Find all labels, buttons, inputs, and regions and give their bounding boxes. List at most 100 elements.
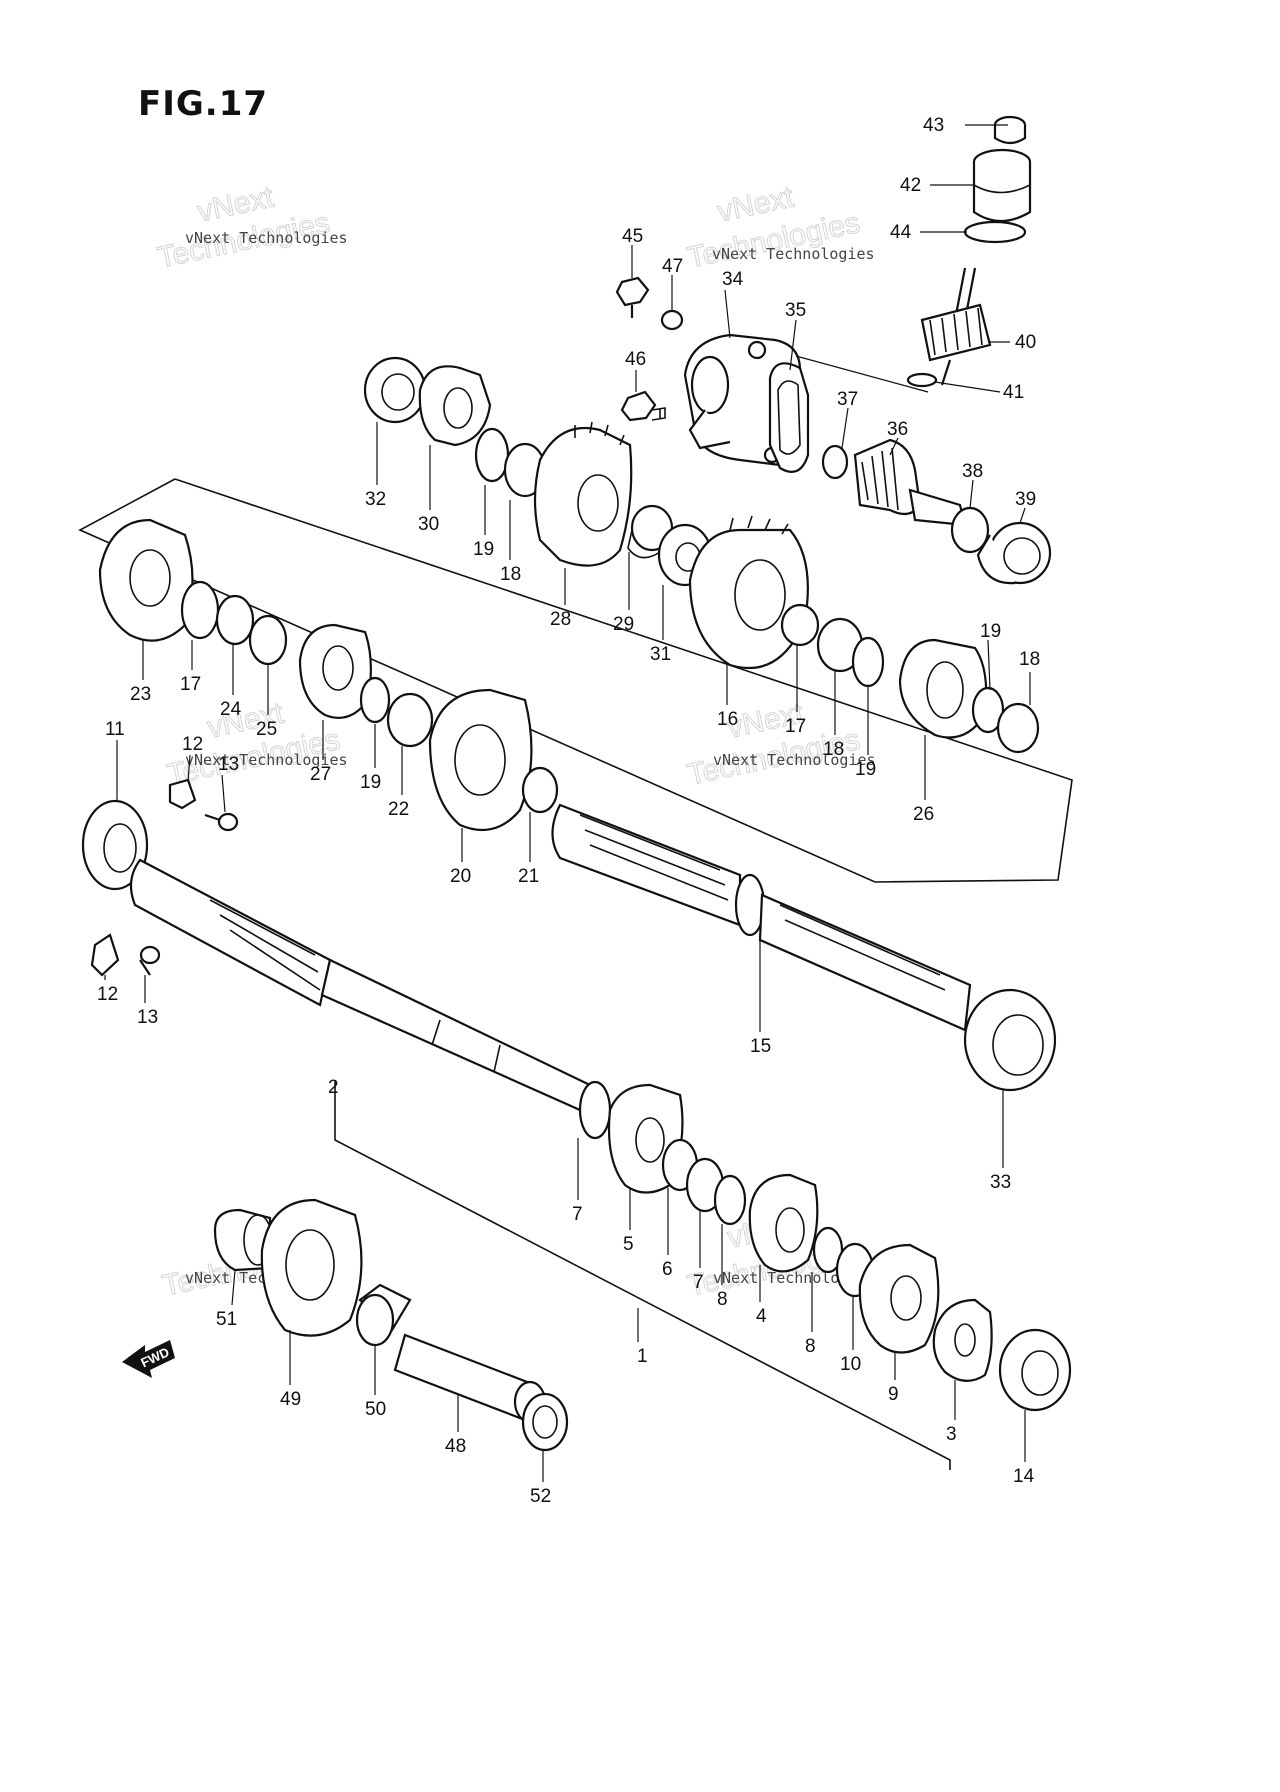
gasket-35 — [768, 362, 810, 473]
callout-28: 28 — [550, 609, 571, 630]
callout-36: 36 — [887, 419, 908, 440]
retainer-12-lower — [90, 933, 120, 977]
callout-40: 40 — [1015, 332, 1036, 353]
washer-52 — [521, 1392, 569, 1452]
callout-20: 20 — [450, 866, 471, 887]
watermark-top-right: vNext Technologies vNext Technologies — [684, 180, 875, 275]
callout-8-right: 8 — [805, 1336, 816, 1357]
callout-5: 5 — [623, 1234, 634, 1255]
callout-46: 46 — [625, 349, 646, 370]
callout-19-upper: 19 — [473, 539, 494, 560]
callout-6: 6 — [662, 1259, 673, 1280]
callout-25: 25 — [256, 719, 277, 740]
washer-41 — [906, 372, 938, 388]
circlip-7-left — [578, 1080, 612, 1140]
collar-30 — [418, 365, 492, 447]
gear-28 — [533, 421, 633, 567]
bushing-21 — [521, 766, 559, 814]
circlip-19-far — [971, 686, 1005, 734]
screw-13-lower — [139, 945, 161, 976]
bolt-46 — [620, 390, 666, 422]
callout-41: 41 — [1003, 382, 1024, 403]
callout-33: 33 — [990, 1172, 1011, 1193]
callout-38: 38 — [962, 461, 983, 482]
svg-text:vNext Technologies: vNext Technologies — [713, 1269, 876, 1287]
callout-21: 21 — [518, 866, 539, 887]
callout-43: 43 — [923, 115, 944, 136]
callout-42: 42 — [900, 175, 921, 196]
callout-48: 48 — [445, 1436, 466, 1457]
callout-16: 16 — [717, 709, 738, 730]
collar-50 — [355, 1283, 412, 1347]
gear-23 — [98, 518, 194, 642]
callout-30: 30 — [418, 514, 439, 535]
callout-39: 39 — [1015, 489, 1036, 510]
callout-34: 34 — [722, 269, 744, 290]
svg-text:vNext Technologies: vNext Technologies — [712, 245, 875, 263]
svg-text:vNext Technologies: vNext Technologies — [185, 751, 348, 769]
callout-32: 32 — [365, 489, 386, 510]
circlip-19-right — [851, 636, 885, 688]
callout-8-left: 8 — [717, 1289, 728, 1310]
bolt-45 — [615, 276, 650, 318]
callout-18-upper: 18 — [500, 564, 521, 585]
driveshaft-group-bracket — [334, 1080, 951, 1470]
bearing-33 — [963, 988, 1057, 1092]
callout-9: 9 — [888, 1384, 899, 1405]
gear-20 — [428, 688, 533, 832]
leader-housing-to-41 — [795, 355, 929, 393]
callout-1: 1 — [637, 1346, 648, 1367]
callout-29: 29 — [613, 614, 634, 635]
bushing-17-left — [180, 580, 220, 640]
callout-14: 14 — [1013, 1466, 1035, 1487]
callout-18-right: 18 — [823, 739, 844, 760]
bearing-11 — [81, 799, 149, 891]
callout-13-upper: 13 — [218, 754, 239, 775]
circlip-8-right — [812, 1226, 844, 1274]
callout-12-lower: 12 — [97, 984, 118, 1005]
callout-44: 44 — [890, 222, 912, 243]
circlip-8-left — [713, 1174, 747, 1226]
gear-3 — [932, 1298, 993, 1382]
callout-31: 31 — [650, 644, 671, 665]
washer-47 — [660, 309, 684, 331]
figure-title: FIG.17 — [138, 84, 269, 124]
speedo-cap — [993, 115, 1027, 145]
callout-18-far: 18 — [1019, 649, 1040, 670]
callout-17-left: 17 — [180, 674, 201, 695]
callout-17-right: 17 — [785, 716, 806, 737]
callout-7-right: 7 — [693, 1272, 704, 1293]
speedo-sleeve — [972, 148, 1032, 223]
callout-37: 37 — [837, 389, 858, 410]
lock-washer-25 — [248, 614, 288, 666]
circlip-19-upper — [474, 427, 510, 483]
callout-19-left: 19 — [360, 772, 381, 793]
lock-washer-24 — [215, 594, 255, 646]
callout-labels: 1 2 3 4 5 6 7 7 8 8 9 10 11 12 12 13 13 … — [97, 115, 1040, 1507]
o-ring-44 — [963, 220, 1027, 244]
leader-lines — [104, 124, 1031, 1482]
callout-3: 3 — [946, 1424, 957, 1445]
callout-23: 23 — [130, 684, 151, 705]
callout-22: 22 — [388, 799, 409, 820]
speedo-drive-gear-36 — [853, 438, 967, 527]
circlip-37 — [821, 444, 849, 480]
svg-text:vNext Technologies: vNext Technologies — [185, 229, 348, 247]
gear-9 — [858, 1243, 940, 1354]
svg-text:vNext Technologies: vNext Technologies — [713, 751, 876, 769]
countershaft-group-frame — [78, 478, 1073, 883]
callout-13-lower: 13 — [137, 1007, 158, 1028]
shaft-48 — [393, 1333, 547, 1424]
callout-2: 2 — [328, 1077, 339, 1098]
callout-51: 51 — [216, 1309, 237, 1330]
callout-19-right: 19 — [855, 759, 876, 780]
countershaft-15 — [551, 803, 972, 1032]
callout-50: 50 — [365, 1399, 386, 1420]
gear-26 — [898, 638, 988, 739]
watermark-top-left: vNext Technologies vNext Technologies — [154, 180, 348, 275]
speedo-driven-gear — [920, 267, 992, 386]
callout-47: 47 — [662, 256, 683, 277]
washer-22 — [386, 692, 434, 748]
callout-49: 49 — [280, 1389, 301, 1410]
